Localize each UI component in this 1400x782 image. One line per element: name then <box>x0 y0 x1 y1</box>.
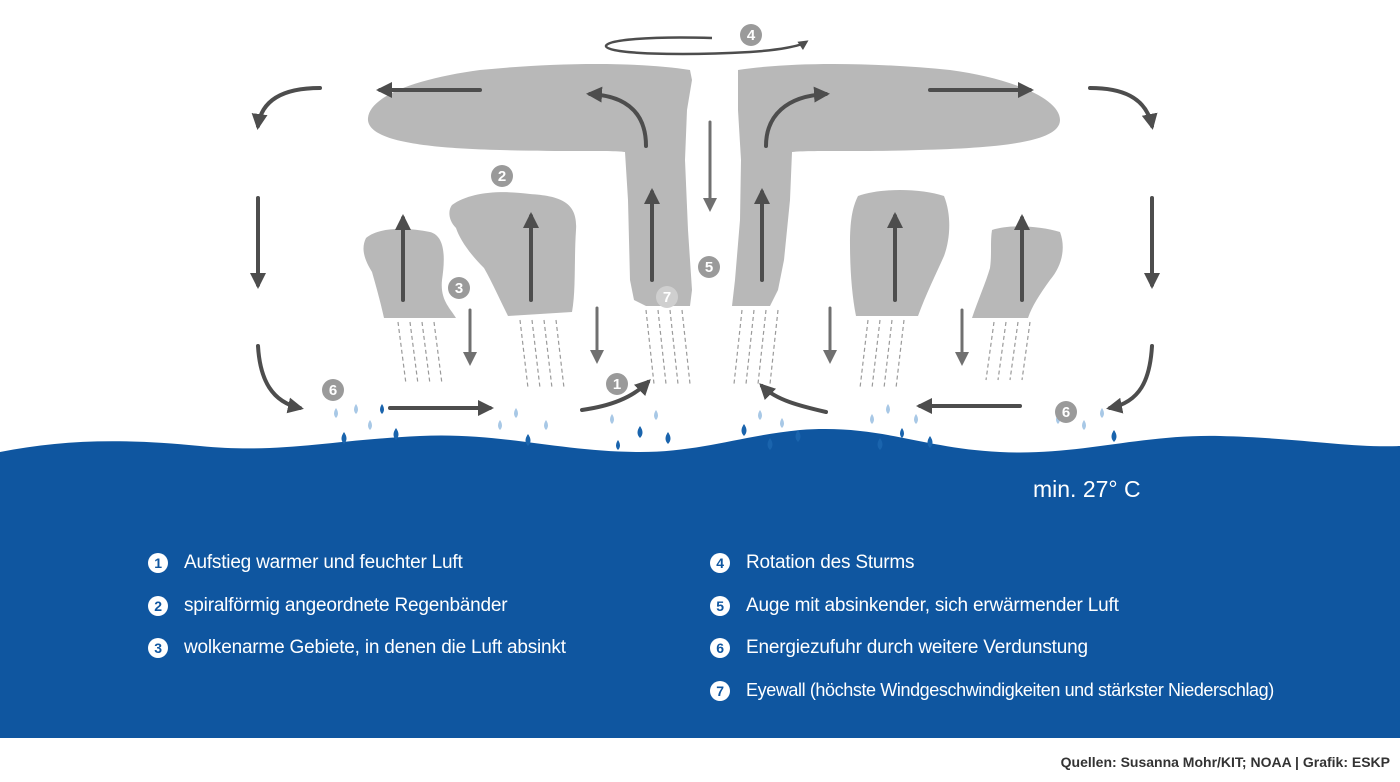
marker-1: 1 <box>606 373 628 395</box>
legend-text: Aufstieg warmer und feuchter Luft <box>184 552 463 573</box>
legend-item-3: 3 wolkenarme Gebiete, in denen die Luft … <box>148 637 566 659</box>
ocean <box>0 429 1400 738</box>
legend-item-7: 7 Eyewall (höchste Windgeschwindigkeiten… <box>710 680 1274 701</box>
marker-6-right: 6 <box>1055 401 1077 423</box>
svg-text:6: 6 <box>329 382 337 399</box>
rotation-arrow <box>604 36 809 56</box>
legend-number: 6 <box>710 638 730 658</box>
svg-text:2: 2 <box>498 168 506 185</box>
legend-number: 4 <box>710 553 730 573</box>
legend-item-4: 4 Rotation des Sturms <box>710 552 915 574</box>
rain-streaks <box>397 309 1031 389</box>
anvil-cloud-right <box>732 64 1060 306</box>
updraft-arrows <box>395 86 1030 302</box>
svg-text:6: 6 <box>1062 404 1070 421</box>
marker-6-left: 6 <box>322 379 344 401</box>
legend-text: Auge mit absinkender, sich erwärmender L… <box>746 595 1119 616</box>
rainband-cloud-left-outer <box>363 228 456 318</box>
source-credit: Quellen: Susanna Mohr/KIT; NOAA | Grafik… <box>1060 754 1390 770</box>
marker-7: 7 <box>656 286 678 308</box>
svg-text:4: 4 <box>747 27 756 44</box>
marker-5: 5 <box>698 256 720 278</box>
legend-text: wolkenarme Gebiete, in denen die Luft ab… <box>184 637 566 658</box>
legend-item-1: 1 Aufstieg warmer und feuchter Luft <box>148 552 463 574</box>
legend-text: Eyewall (höchste Windgeschwindigkeiten u… <box>746 680 1274 700</box>
legend-item-6: 6 Energiezufuhr durch weitere Verdunstun… <box>710 637 1088 659</box>
legend-number: 2 <box>148 596 168 616</box>
svg-text:1: 1 <box>613 376 621 393</box>
legend-number: 1 <box>148 553 168 573</box>
legend-text: spiralförmig angeordnete Regenbänder <box>184 595 508 616</box>
legend-number: 5 <box>710 596 730 616</box>
marker-3: 3 <box>448 277 470 299</box>
svg-text:5: 5 <box>705 259 713 276</box>
outer-circulation-arrows <box>250 82 1160 416</box>
rainband-cloud-right-inner <box>850 190 950 316</box>
water-drops <box>334 404 1117 450</box>
svg-text:3: 3 <box>455 280 463 297</box>
rainband-cloud-left-inner <box>449 192 577 316</box>
marker-2: 2 <box>491 165 513 187</box>
legend-item-2: 2 spiralförmig angeordnete Regenbänder <box>148 595 508 617</box>
svg-text:7: 7 <box>663 289 671 306</box>
downdraft-arrows <box>463 120 969 366</box>
rainband-cloud-right-outer <box>972 226 1063 318</box>
anvil-cloud-left <box>367 64 692 306</box>
legend-text: Energiezufuhr durch weitere Verdunstung <box>746 637 1088 658</box>
legend-number: 7 <box>710 680 730 701</box>
legend-item-5: 5 Auge mit absinkender, sich erwärmender… <box>710 595 1119 617</box>
marker-4: 4 <box>740 24 762 46</box>
legend-text: Rotation des Sturms <box>746 552 915 573</box>
legend-number: 3 <box>148 638 168 658</box>
water-temperature-label: min. 27° C <box>1033 476 1141 502</box>
